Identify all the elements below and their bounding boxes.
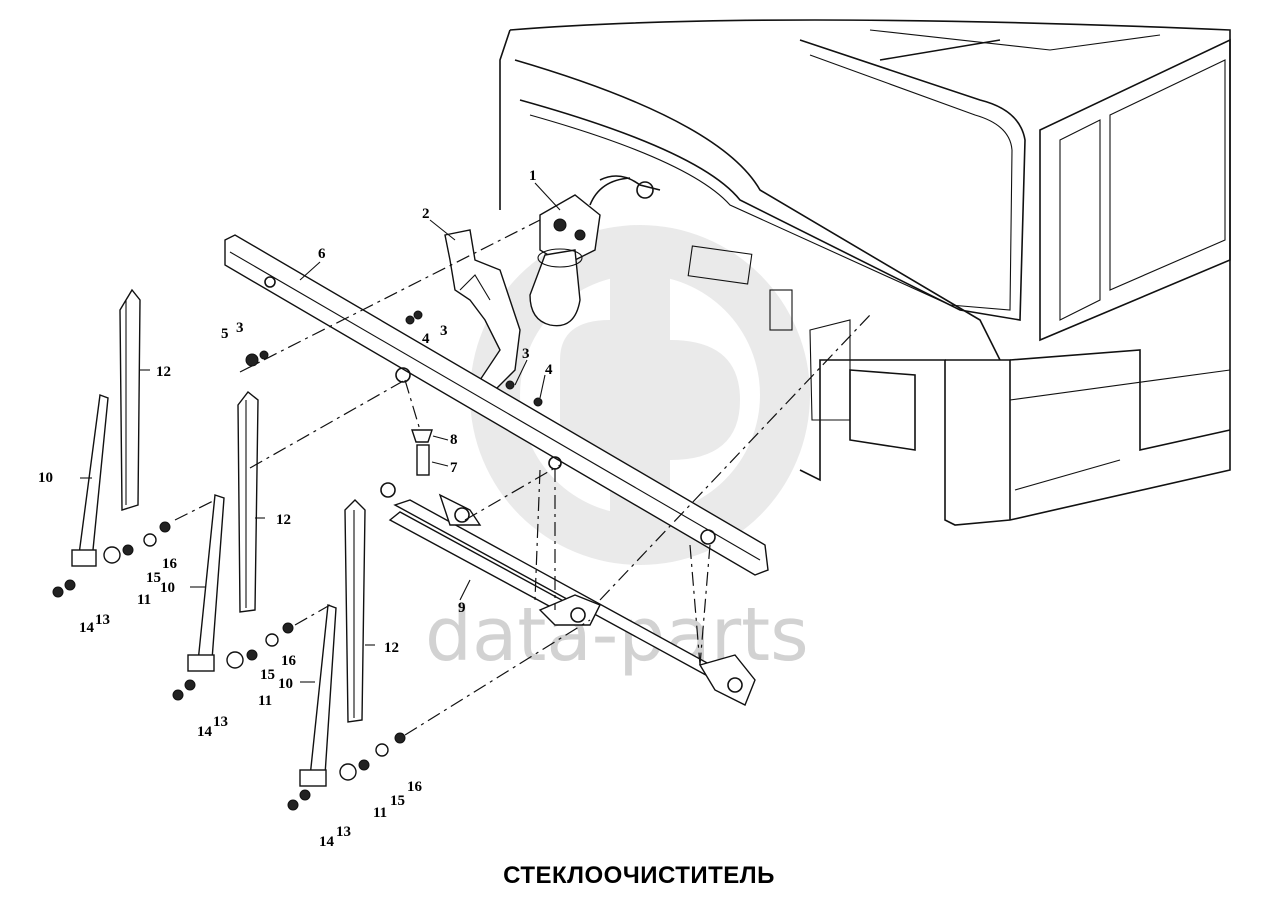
wiper-blade-right (344, 499, 366, 723)
callout-11b: 11 (258, 693, 272, 709)
callout-4a: 4 (422, 331, 430, 347)
callout-14b: 14 (197, 724, 213, 740)
watermark-logo (470, 225, 810, 565)
callout-3c: 3 (522, 346, 530, 362)
callout-11c: 11 (373, 805, 387, 821)
callout-5: 5 (221, 326, 229, 342)
callout-16c: 16 (407, 779, 423, 795)
callout-12b: 12 (276, 512, 291, 528)
wiper-blade-middle (237, 391, 259, 613)
callout-6: 6 (318, 246, 326, 262)
fasteners (52, 310, 543, 811)
callout-8: 8 (450, 432, 458, 448)
callout-15c: 15 (390, 793, 405, 809)
watermark-text: data-parts (425, 592, 809, 678)
wiper-arm-left (71, 394, 109, 567)
wiper-motor (529, 177, 631, 327)
callouts: 1 2 3 3 3 4 4 5 6 7 8 9 10 10 10 11 11 1… (38, 168, 553, 850)
callout-13c: 13 (336, 824, 351, 840)
diagram-caption: СТЕКЛООЧИСТИТЕЛЬ (503, 862, 775, 889)
assembly-lines (174, 219, 871, 736)
wiper-arm-right (299, 604, 337, 787)
callout-3a: 3 (236, 320, 244, 336)
callout-10b: 10 (160, 580, 175, 596)
callout-14a: 14 (79, 620, 95, 636)
cab-outline (499, 19, 1231, 526)
wiper-arm-middle (187, 494, 225, 672)
callout-15a: 15 (146, 570, 161, 586)
callout-9: 9 (458, 600, 466, 616)
leader-lines (80, 182, 561, 683)
callout-1: 1 (529, 168, 537, 184)
linkage-panel (224, 234, 769, 576)
callout-7: 7 (450, 460, 458, 476)
callout-2: 2 (422, 206, 430, 222)
wiper-blade-left (119, 288, 141, 511)
callout-12a: 12 (156, 364, 171, 380)
callout-10a: 10 (38, 470, 53, 486)
callout-10c: 10 (278, 676, 293, 692)
callout-15b: 15 (260, 667, 275, 683)
callout-13b: 13 (213, 714, 228, 730)
callout-3b: 3 (440, 323, 448, 339)
callout-4b: 4 (545, 362, 553, 378)
callout-13a: 13 (95, 612, 110, 628)
callout-14c: 14 (319, 834, 335, 850)
callout-12c: 12 (384, 640, 399, 656)
wiper-linkage (380, 482, 756, 706)
callout-11a: 11 (137, 592, 151, 608)
callout-16a: 16 (162, 556, 178, 572)
callout-16b: 16 (281, 653, 297, 669)
